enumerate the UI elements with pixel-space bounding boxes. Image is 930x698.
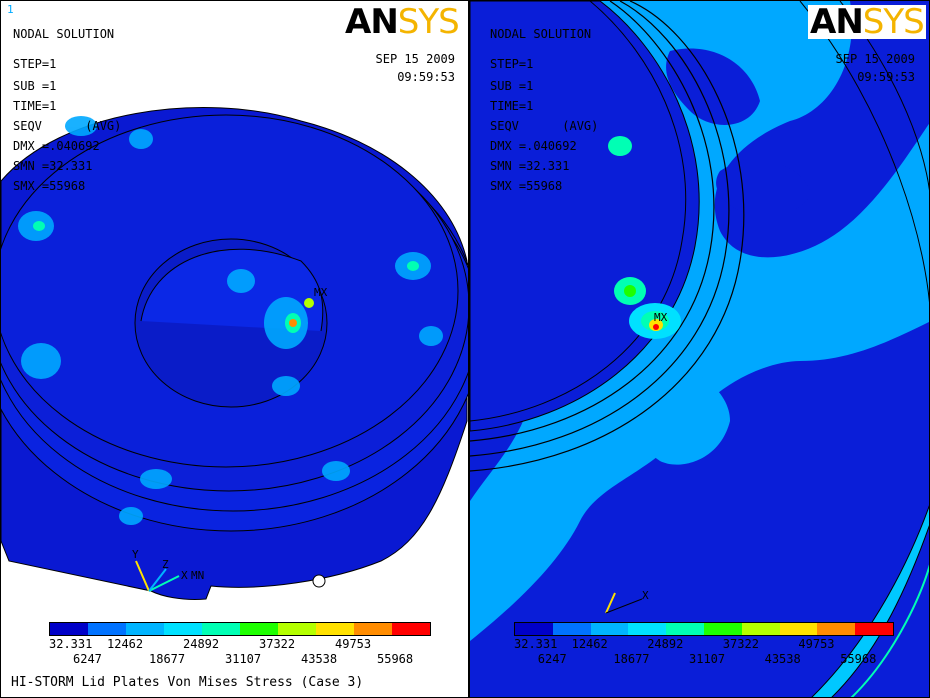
legend-bottom-label: 55968 [840,652,877,666]
left-dmx: DMX =.040692 [13,139,100,153]
legend-top-label: 32.331 [49,637,93,651]
legend-swatch-5 [240,623,278,635]
legend-swatch-4 [202,623,240,635]
legend-swatch-6 [278,623,316,635]
right-contour-legend [514,622,894,636]
left-mn-marker: MN [191,569,205,582]
legend-top-label: 24892 [647,637,684,651]
left-timestamp: 09:59:53 [397,70,455,84]
legend-swatch-9 [855,623,893,635]
legend-swatch-2 [590,623,629,635]
legend-bottom-label: 18677 [149,652,186,666]
legend-swatch-5 [703,623,742,635]
legend-bottom-label: 43538 [764,652,801,666]
left-viewport[interactable]: 1 NODAL SOLUTION STEP=1 SUB =1 TIME=1 SE… [1,1,469,697]
legend-swatch-3 [164,623,202,635]
left-mx-marker: MX [314,286,328,299]
right-title: NODAL SOLUTION [490,27,592,41]
right-legend-bottom-labels: 6247 18677 31107 43538 55968 [470,652,929,666]
legend-swatch-3 [628,623,667,635]
legend-swatch-8 [817,623,856,635]
right-timestamp: 09:59:53 [857,70,915,84]
right-mx-marker: MX [654,311,668,324]
legend-swatch-1 [88,623,126,635]
legend-top-label: 37322 [722,637,759,651]
right-model-plot [470,1,929,697]
legend-top-label: 49753 [798,637,835,651]
right-legend-top-labels: 32.331 12462 24892 37322 49753 [470,637,929,651]
right-axis-x: X [642,589,649,602]
legend-swatch-0 [50,623,88,635]
viewport-divider [468,1,470,697]
legend-top-label: 37322 [259,637,296,651]
left-time: TIME=1 [13,99,57,113]
left-axis-y: Y [132,548,139,561]
plot-caption: HI-STORM Lid Plates Von Mises Stress (Ca… [11,675,364,690]
right-smn: SMN =32.331 [490,159,570,173]
legend-top-label: 12462 [571,637,608,651]
legend-swatch-6 [741,623,780,635]
left-legend-bottom-labels: 6247 18677 31107 43538 55968 [1,652,469,666]
left-smn: SMN =32.331 [13,159,93,173]
legend-top-label: 49753 [335,637,372,651]
right-ansys-logo: ANSYS [808,2,926,42]
left-legend-top-labels: 32.331 12462 24892 37322 49753 [1,637,469,651]
left-step: STEP=1 [13,57,57,71]
legend-top-label: 32.331 [514,637,558,651]
right-viewport[interactable]: NODAL SOLUTION STEP=1 SUB =1 TIME=1 SEQV… [470,1,929,697]
window-number: 1 [7,3,14,16]
right-step: STEP=1 [490,57,534,71]
legend-bottom-label: 6247 [537,652,567,666]
legend-swatch-1 [552,623,591,635]
legend-swatch-0 [515,623,553,635]
legend-bottom-label: 43538 [301,652,338,666]
legend-swatch-8 [354,623,392,635]
legend-swatch-7 [779,623,818,635]
left-sub: SUB =1 [13,79,57,93]
right-dmx: DMX =.040692 [490,139,577,153]
left-date: SEP 15 2009 [375,52,455,66]
left-axis-x: X [181,569,188,582]
legend-swatch-4 [666,623,704,635]
right-sub: SUB =1 [490,79,534,93]
left-title: NODAL SOLUTION [13,27,115,41]
legend-swatch-7 [316,623,354,635]
legend-swatch-9 [392,623,430,635]
legend-top-label: 12462 [107,637,144,651]
left-smx: SMX =55968 [13,179,86,193]
legend-bottom-label: 55968 [377,652,414,666]
left-contour-legend [49,622,431,636]
left-ansys-logo: ANSYS [345,2,460,42]
left-model-plot [1,107,469,600]
right-seqv: SEQV (AVG) [490,119,599,133]
right-date: SEP 15 2009 [835,52,915,66]
legend-bottom-label: 6247 [73,652,102,666]
legend-bottom-label: 31107 [225,652,262,666]
left-seqv: SEQV (AVG) [13,119,122,133]
right-time: TIME=1 [490,99,534,113]
right-smx: SMX =55968 [490,179,563,193]
legend-top-label: 24892 [183,637,220,651]
legend-swatch-2 [126,623,164,635]
legend-bottom-label: 18677 [613,652,650,666]
legend-bottom-label: 31107 [689,652,726,666]
left-axis-z: Z [162,558,169,571]
